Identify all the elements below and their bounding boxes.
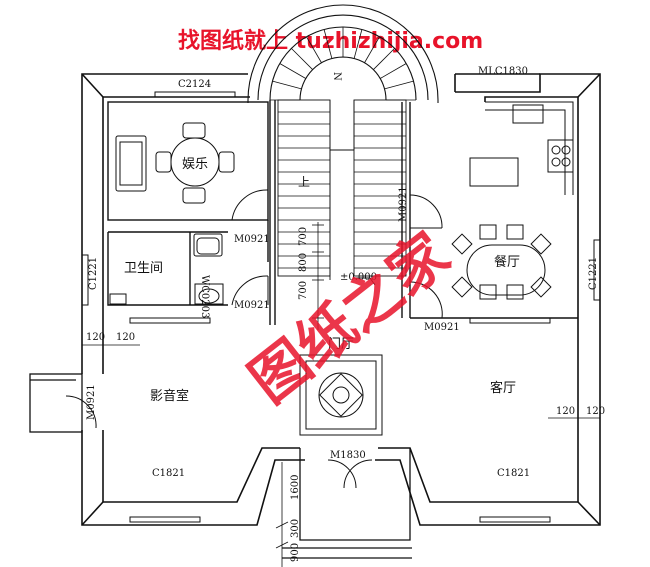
stair-tread-curved (291, 48, 313, 70)
window-code-top-right: MLC1830 (478, 66, 528, 77)
windows (81, 91, 601, 523)
dim-porch-900: 900 (290, 543, 301, 562)
stair-treads-straight (278, 111, 406, 269)
room-label-bathroom: 卫生间 (124, 261, 163, 276)
door-code-dining: M0921 (398, 186, 409, 222)
stair-tread-curved (384, 80, 414, 90)
dim-left-120b: 120 (116, 332, 135, 343)
stair-tread-curved (353, 29, 363, 59)
stair-tread-curved (306, 36, 322, 63)
stair-up-label: 上 (298, 175, 310, 189)
door-swings (65, 189, 443, 489)
window-code-bottom-left: C1821 (152, 468, 185, 479)
dim-right-120b: 120 (586, 406, 605, 417)
room-label-foyer: 门厅 (328, 337, 354, 352)
door-code-front: M1830 (330, 450, 366, 461)
dim-200: 700 (298, 281, 309, 300)
stair-tread-curved (364, 36, 380, 63)
stair-tread-curved (279, 63, 306, 79)
dim-porch-300: 300 (290, 519, 301, 538)
room-label-entertainment: 娱乐 (182, 157, 208, 172)
stair-flights (277, 99, 407, 286)
kitchen-counter (485, 101, 574, 195)
dim-right-120a: 120 (556, 406, 575, 417)
window-code-right: C1221 (588, 257, 599, 290)
stair-tread-curved (272, 80, 302, 90)
front-porch (29, 373, 412, 559)
window-code-bottom-right: C1821 (497, 468, 530, 479)
site-banner: 找图纸就上 tuzhizhijia.com (178, 28, 483, 54)
door-code-bath: M0921 (234, 300, 270, 311)
small-bath-label: WC0203 (199, 275, 210, 318)
elevation-mark: ±0.000 (340, 272, 377, 283)
door-code-ent: M0921 (234, 234, 270, 245)
stair-tread-curved (323, 29, 333, 59)
dimension-lines (82, 222, 600, 567)
room-label-dining: 餐厅 (494, 254, 520, 270)
door-code-living: M0921 (424, 322, 460, 333)
dim-left-120a: 120 (86, 332, 105, 343)
stair-tread-curved (380, 63, 407, 79)
dim-800: 800 (298, 253, 309, 272)
window-code-top-left: C2124 (178, 79, 211, 90)
stair-arrow-glyph: N (331, 72, 342, 81)
stair-tread-curved (373, 48, 395, 70)
room-label-living: 客厅 (490, 380, 516, 396)
room-label-theater: 影音室 (150, 388, 189, 404)
window-code-left: C1221 (88, 257, 99, 290)
dim-porch-1600: 1600 (290, 475, 301, 500)
door-code-theater: M0921 (86, 384, 97, 420)
dim-700: 700 (298, 227, 309, 246)
